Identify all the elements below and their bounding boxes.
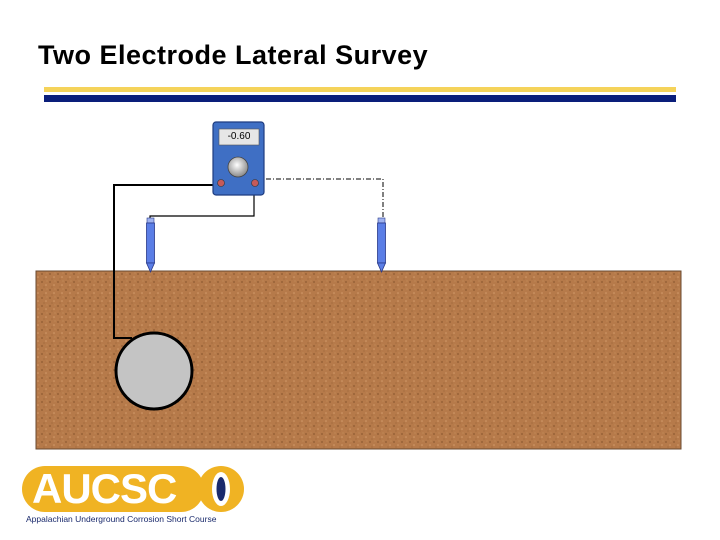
buried-pipe — [114, 331, 194, 411]
meter-display — [218, 128, 260, 146]
meter-reading: -0.60 — [227, 131, 251, 142]
reference-electrode-near — [145, 217, 156, 273]
title-underline-navy — [44, 95, 676, 102]
voltmeter — [212, 121, 265, 196]
slide-title: Two Electrode Lateral Survey — [38, 40, 429, 70]
aucsc-logo: AUCSC Appalachian Underground Corrosion … — [22, 466, 244, 526]
logo-ring-icon — [198, 466, 244, 512]
remote-electrode-wire — [256, 178, 384, 222]
meter-terminal-negative — [217, 179, 225, 187]
title-underline-gold — [44, 87, 676, 92]
logo-wordmark: AUCSC — [22, 466, 204, 512]
pipe-lead-wire — [113, 184, 220, 339]
meter-dial — [227, 156, 249, 178]
reference-electrode-remote — [376, 217, 387, 273]
logo-tagline: Appalachian Underground Corrosion Short … — [26, 514, 217, 524]
meter-terminal-positive — [251, 179, 259, 187]
